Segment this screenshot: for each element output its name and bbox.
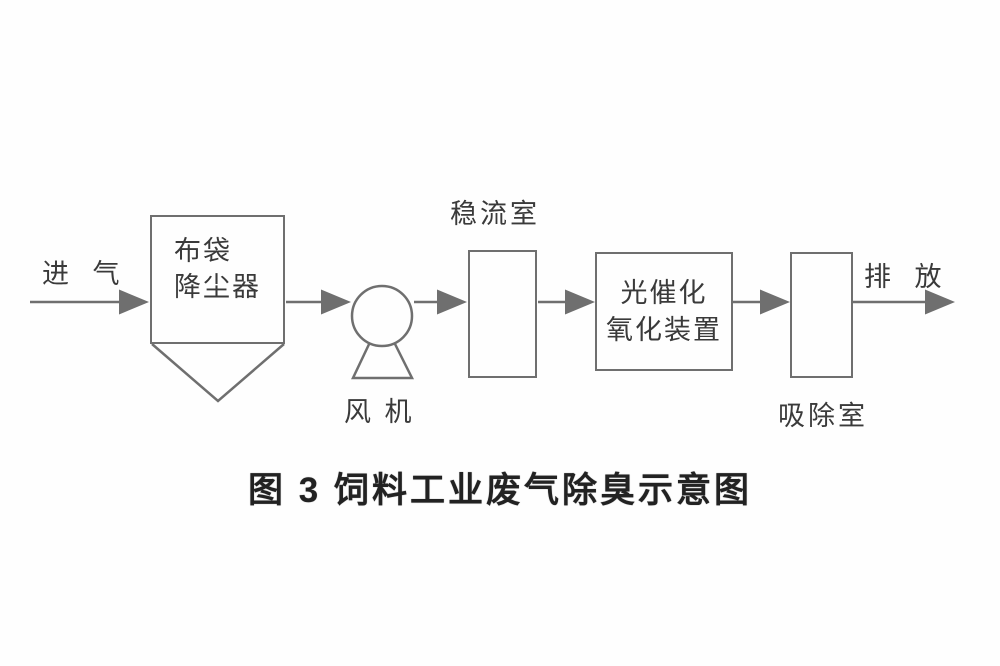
bag-dust-collector-label-line2: 降尘器 [174,272,261,303]
photocatalytic-oxidation-box: 光催化 氧化装置 [595,252,733,371]
bag-dust-collector-label-line1: 布袋 [174,236,232,266]
fan-label: 风 机 [344,397,415,427]
bag-dust-collector-box: 布袋 降尘器 [150,215,285,344]
photocatalytic-label-line2: 氧化装置 [606,314,722,345]
fan-circle-icon [350,284,414,348]
stabilizer-label: 稳流室 [450,199,540,229]
stabilizer-chamber-box [468,250,537,378]
figure-caption: 图 3 饲料工业废气除臭示意图 [248,471,752,510]
dust-collector-funnel [151,343,285,403]
absorber-chamber-box [790,252,853,378]
outlet-label: 排 放 [864,262,950,292]
photocatalytic-label-line1: 光催化 [620,278,708,309]
absorber-label: 吸除室 [778,401,868,431]
inlet-label: 进 气 [42,259,128,289]
